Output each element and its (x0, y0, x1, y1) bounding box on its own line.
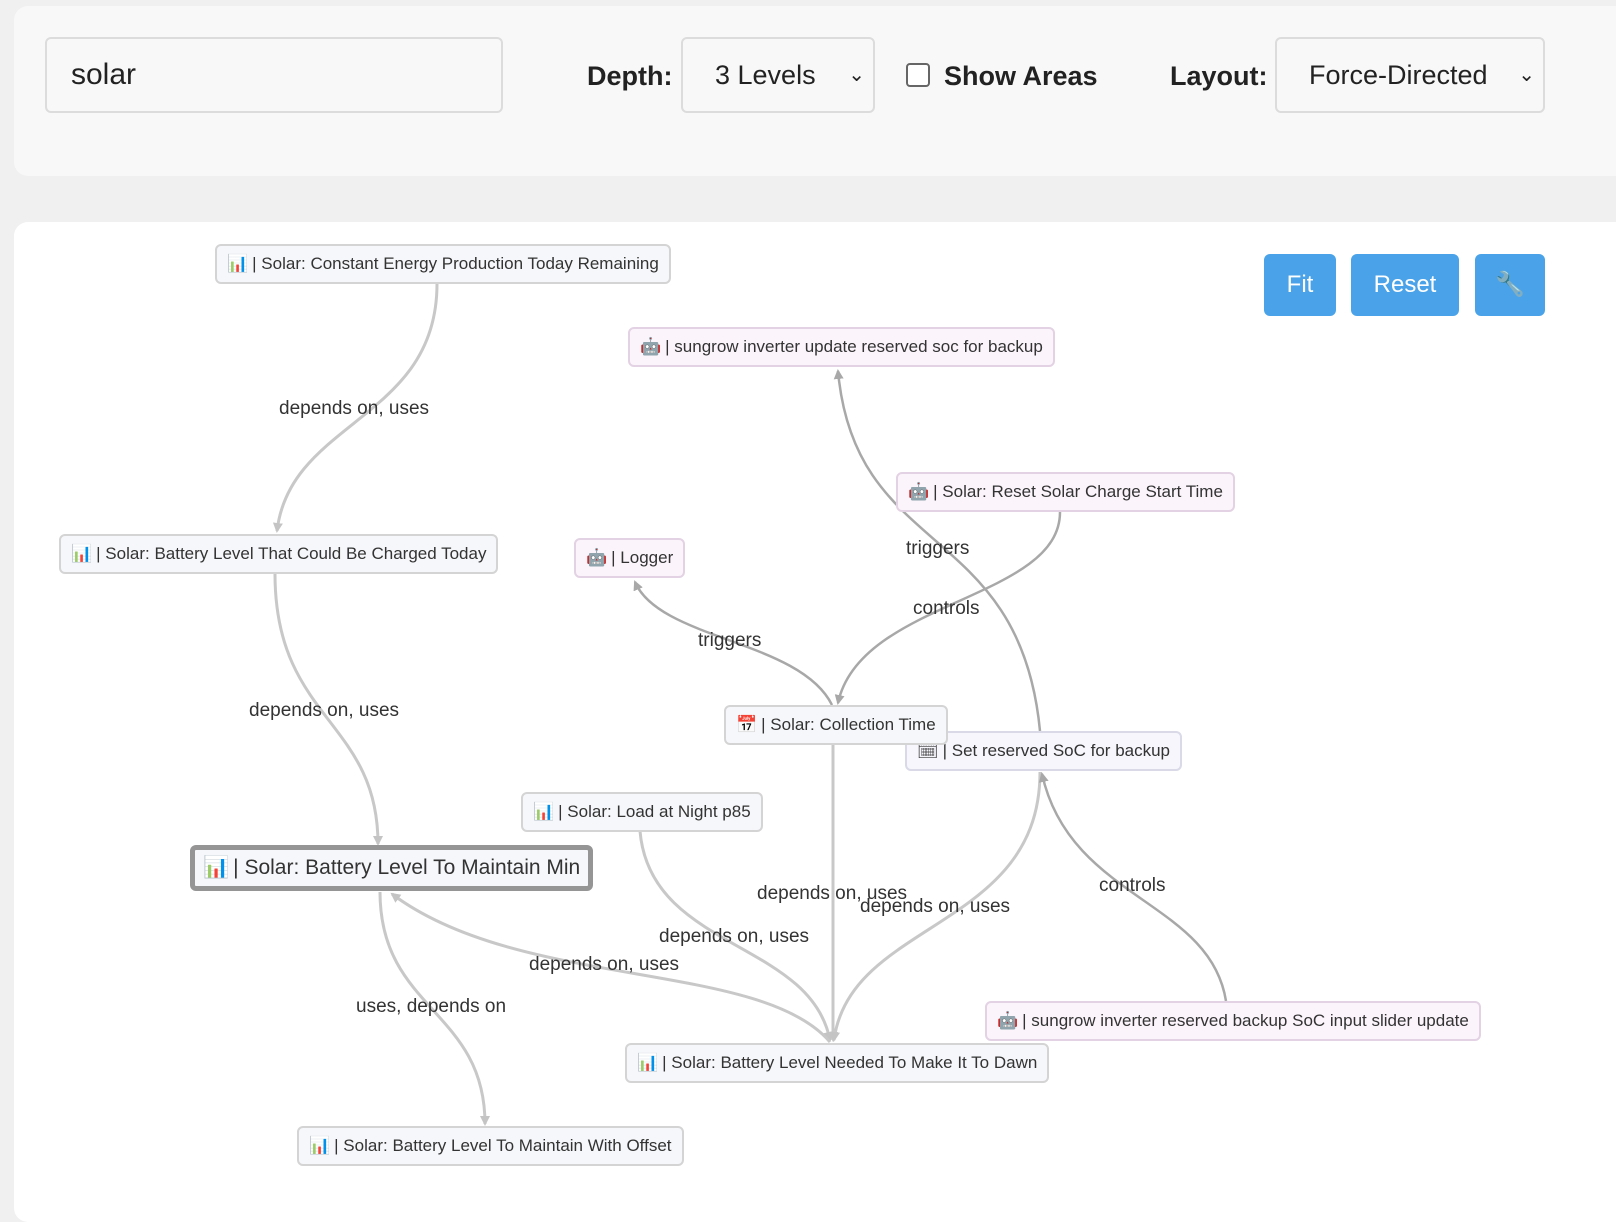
edge-reset-to-collection (834, 511, 1062, 705)
search-input[interactable]: solar (45, 37, 503, 113)
show-areas-checkbox[interactable] (906, 63, 930, 87)
depth-select[interactable]: 3 Levels ⌄ (681, 37, 875, 113)
edge-load-to-needed (638, 830, 834, 1042)
chart-icon: 📊 (227, 254, 249, 273)
node-label: | Solar: Battery Level To Maintain With … (334, 1136, 672, 1155)
layout-label: Layout: (1170, 61, 1268, 91)
calendar-icon: 🗓 (917, 741, 939, 760)
wrench-icon: 🔧 (1495, 271, 1525, 298)
calendar-icon: 📅 (736, 715, 758, 734)
node-label: | Solar: Battery Level That Could Be Cha… (96, 544, 487, 563)
node-logger[interactable]: 🤖| Logger (574, 538, 686, 578)
edge-label: depends on, uses (860, 896, 1011, 917)
node-solar-collection-time[interactable]: 📅| Solar: Collection Time (724, 705, 948, 745)
chevron-down-icon: ⌄ (848, 64, 865, 86)
depth-label: Depth: (587, 61, 673, 91)
node-battery-level-maintain-offset[interactable]: 📊| Solar: Battery Level To Maintain With… (297, 1126, 684, 1166)
node-label: | Solar: Battery Level Needed To Make It… (662, 1053, 1038, 1072)
edge-label: depends on, uses (249, 700, 400, 721)
edge-const-to-charged (272, 283, 439, 533)
edge-label: depends on, uses (757, 883, 908, 904)
edge-label: triggers (698, 630, 762, 651)
layout-select[interactable]: Force-Directed ⌄ (1275, 37, 1545, 113)
edge-setreserved-to-needed (830, 771, 1042, 1042)
node-constant-energy-production[interactable]: 📊| Solar: Constant Energy Production Tod… (215, 244, 671, 284)
chart-icon: 📊 (203, 856, 230, 879)
node-battery-level-needed-dawn[interactable]: 📊| Solar: Battery Level Needed To Make I… (625, 1043, 1050, 1083)
node-sungrow-slider-update[interactable]: 🤖| sungrow inverter reserved backup SoC … (985, 1001, 1481, 1041)
edge-maintain-min-to-offset (378, 891, 490, 1126)
node-label: | sungrow inverter update reserved soc f… (665, 337, 1043, 356)
node-label: | Solar: Battery Level To Maintain Min (233, 856, 581, 879)
edge-needed-to-maintain-min (390, 892, 832, 1043)
node-label: | Set reserved SoC for backup (942, 741, 1171, 760)
node-label: | sungrow inverter reserved backup SoC i… (1022, 1011, 1469, 1030)
edge-charged-to-maintain-min (273, 573, 383, 846)
edge-label: controls (913, 598, 980, 619)
node-load-at-night[interactable]: 📊| Solar: Load at Night p85 (521, 792, 763, 832)
node-label: | Solar: Reset Solar Charge Start Time (933, 482, 1223, 501)
edge-setreserved-to-sungrow (833, 369, 1042, 732)
edge-label: depends on, uses (279, 398, 430, 419)
node-reset-solar-charge[interactable]: 🤖| Solar: Reset Solar Charge Start Time (896, 472, 1235, 512)
edge-slider-to-setreserved (1038, 772, 1228, 1002)
robot-icon: 🤖 (640, 337, 662, 356)
robot-icon: 🤖 (908, 482, 930, 501)
layout-value: Force-Directed (1309, 60, 1488, 90)
node-sungrow-update-reserved-soc[interactable]: 🤖| sungrow inverter update reserved soc … (628, 327, 1055, 367)
node-set-reserved-soc[interactable]: 🗓| Set reserved SoC for backup (905, 731, 1183, 771)
node-label: | Logger (611, 548, 674, 567)
node-label: | Solar: Constant Energy Production Toda… (252, 254, 659, 273)
chart-icon: 📊 (71, 544, 93, 563)
node-label: | Solar: Load at Night p85 (558, 802, 751, 821)
edge-collection-to-logger (633, 580, 834, 706)
node-battery-level-maintain-min[interactable]: 📊| Solar: Battery Level To Maintain Min (190, 845, 594, 891)
show-areas-label[interactable]: Show Areas (944, 61, 1098, 91)
reset-button[interactable]: Reset (1351, 254, 1459, 316)
node-battery-level-charged-today[interactable]: 📊| Solar: Battery Level That Could Be Ch… (59, 534, 499, 574)
edge-label: controls (1099, 875, 1166, 896)
chevron-down-icon: ⌄ (1518, 64, 1535, 86)
chart-icon: 📊 (309, 1136, 331, 1155)
tools-button[interactable]: 🔧 (1475, 254, 1545, 316)
edge-label: depends on, uses (529, 954, 680, 975)
robot-icon: 🤖 (997, 1011, 1019, 1030)
chart-icon: 📊 (533, 802, 555, 821)
robot-icon: 🤖 (586, 548, 608, 567)
fit-button[interactable]: Fit (1264, 254, 1336, 316)
edge-label: triggers (906, 538, 970, 559)
chart-icon: 📊 (637, 1053, 659, 1072)
node-label: | Solar: Collection Time (761, 715, 936, 734)
edge-label: uses, depends on (356, 996, 507, 1017)
depth-value: 3 Levels (715, 60, 816, 90)
edge-label: depends on, uses (659, 926, 810, 947)
